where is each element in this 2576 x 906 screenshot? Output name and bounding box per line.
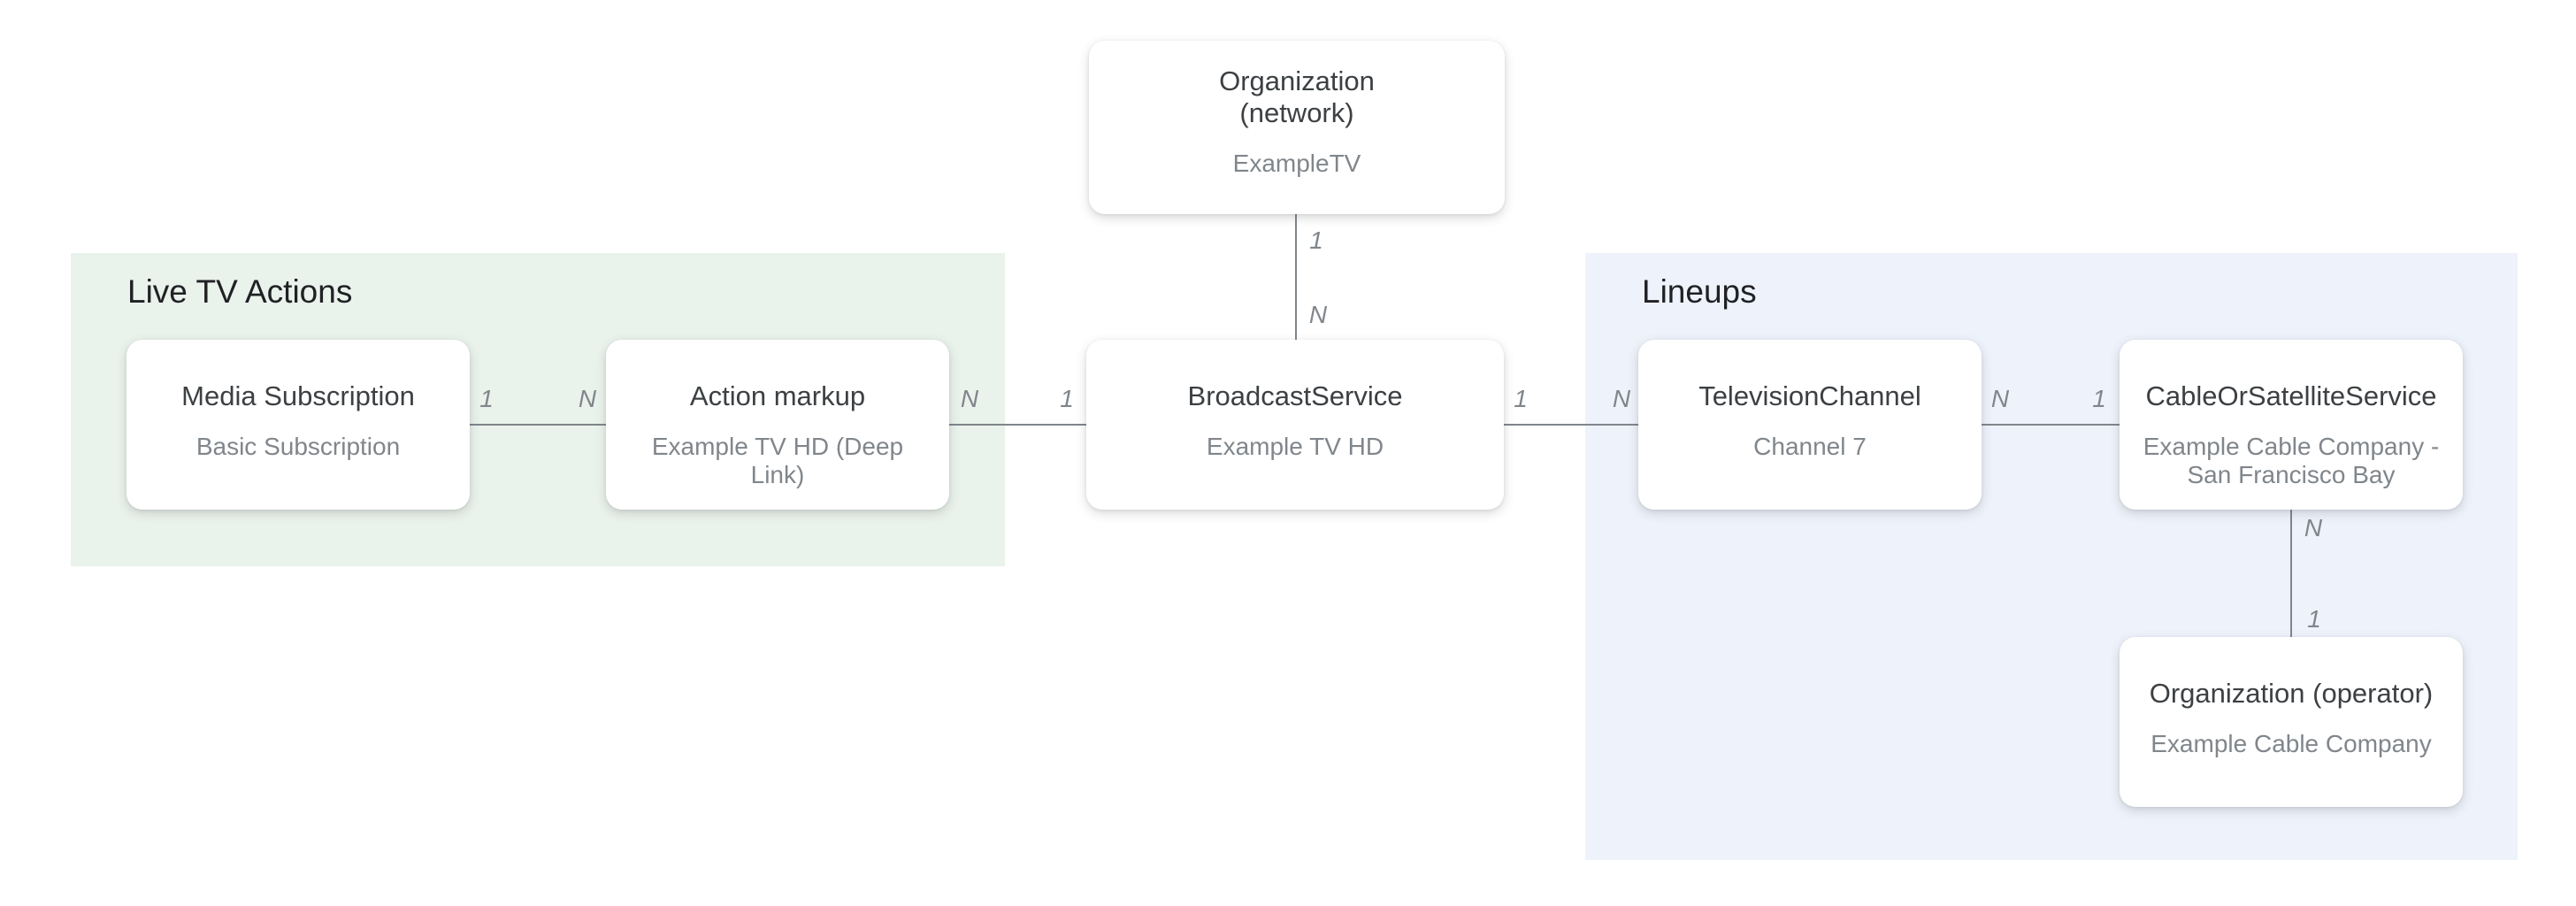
node-title: TelevisionChannel [1698, 380, 1921, 411]
cardinality-label: 1 [1309, 226, 1323, 254]
node-title: Media Subscription [181, 380, 415, 411]
group-title-live-tv-actions: Live TV Actions [127, 273, 353, 310]
node-media-subscription: Media Subscription Basic Subscription [126, 340, 470, 510]
cardinality-label: 1 [1060, 385, 1074, 412]
cardinality-label: 1 [479, 385, 494, 412]
cardinality-label: N [960, 385, 979, 412]
edge-action-markup-broadcast-service [949, 424, 1086, 426]
node-broadcast-service: BroadcastService Example TV HD [1086, 340, 1504, 510]
node-cable-or-satellite-service: CableOrSatelliteService Example Cable Co… [2120, 340, 2463, 510]
edge-media-subscription-action-markup [470, 424, 606, 426]
node-subtitle: Basic Subscription [196, 433, 401, 460]
cardinality-label: 1 [1514, 385, 1528, 412]
node-title: CableOrSatelliteService [2145, 380, 2437, 411]
node-subtitle: Example Cable Company - San Francisco Ba… [2143, 433, 2440, 488]
node-subtitle: Example TV HD [1206, 433, 1384, 460]
edge-cable-or-satellite-service-org-operator [2290, 510, 2292, 637]
node-subtitle: Example Cable Company [2150, 730, 2432, 757]
edge-broadcast-service-television-channel [1504, 424, 1638, 426]
node-title: BroadcastService [1187, 380, 1403, 411]
group-title-lineups: Lineups [1642, 273, 1757, 310]
node-title: Organization (operator) [2149, 678, 2434, 709]
cardinality-label: N [1990, 385, 2010, 412]
node-title: Organization (network) [1219, 65, 1375, 128]
node-television-channel: TelevisionChannel Channel 7 [1638, 340, 1982, 510]
cardinality-label: N [578, 385, 597, 412]
node-org-operator: Organization (operator) Example Cable Co… [2120, 637, 2463, 807]
cardinality-label: N [1612, 385, 1631, 412]
node-subtitle: ExampleTV [1232, 150, 1361, 177]
cardinality-label: 1 [2092, 385, 2106, 412]
cardinality-label: N [1308, 301, 1328, 328]
edge-org-network-broadcast-service [1295, 214, 1297, 340]
node-title: Action markup [689, 380, 866, 411]
cardinality-label: 1 [2307, 605, 2321, 633]
edge-television-channel-cable-or-satellite-service [1982, 424, 2120, 426]
node-action-markup: Action markup Example TV HD (Deep Link) [606, 340, 949, 510]
node-subtitle: Channel 7 [1753, 433, 1867, 460]
node-org-network: Organization (network) ExampleTV [1089, 41, 1505, 214]
node-subtitle: Example TV HD (Deep Link) [651, 433, 904, 488]
cardinality-label: N [2304, 514, 2323, 541]
